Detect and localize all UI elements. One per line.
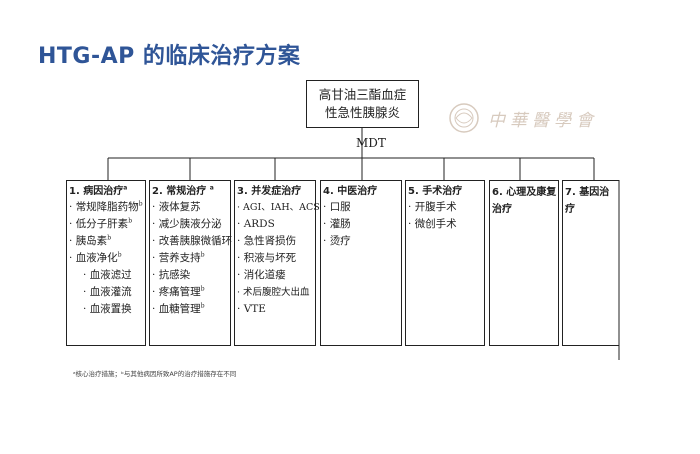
list-item: · 常规降脂药物b [69,200,143,213]
list-item: · ARDS [237,218,275,230]
slide-title: HTG-AP 的临床治疗方案 [38,44,301,69]
list-item: · 开腹手术 [408,201,457,213]
category-header: 7. 基因治疗 [565,187,610,215]
list-item: · 低分子肝素b [69,217,133,230]
list-item: · 营养支持b [152,251,205,264]
category-box-1: 1. 病因治疗a · 常规降脂药物b · 低分子肝素b · 胰岛素b · 血液净… [66,180,146,346]
list-item: · 积液与坏死 [237,252,297,264]
category-header: 4. 中医治疗 [323,186,378,197]
list-item: · 血液滤过 [83,269,132,281]
list-item: · 液体复苏 [152,201,201,213]
list-item: · 胰岛素b [69,234,112,247]
mdt-label: MDT [356,136,386,150]
list-item: · 减少胰液分泌 [152,218,222,230]
list-item: · 急性肾损伤 [237,235,297,247]
list-item: · 烫疗 [323,235,351,247]
list-item: · AGI、IAH、ACS [237,202,320,213]
category-box-7: 7. 基因治疗 [562,180,619,346]
htg-ap-box: 高甘油三酯血症 性急性胰腺炎 [306,80,419,128]
list-item: · 灌肠 [323,218,351,230]
svg-text:中華醫學會: 中華醫學會 [488,111,598,131]
category-box-6: 6. 心理及康复治疗 [489,180,559,346]
list-item: · 血液灌流 [83,286,132,298]
top-box-line1: 高甘油三酯血症 [318,87,407,102]
category-header: 6. 心理及康复治疗 [492,187,557,215]
footnote: ᵃ核心治疗措施；ᵇ与其他病因所致AP的治疗措施存在不同 [73,370,237,378]
category-box-4: 4. 中医治疗 · 口服 · 灌肠 · 烫疗 [320,180,402,346]
category-header: 1. 病因治疗a [69,184,128,197]
list-item: · 微创手术 [408,218,457,230]
list-item: · 消化道瘘 [237,269,286,281]
list-item: · VTE [237,303,266,315]
category-header: 5. 手术治疗 [408,186,463,197]
cma-watermark-logo: 中華醫學會 [446,100,646,140]
category-header: 3. 并发症治疗 [237,186,302,197]
list-item: · 口服 [323,201,351,213]
list-item: · 血液净化b [69,251,122,264]
list-item: · 术后腹腔大出血 [237,287,310,298]
list-item: · 抗感染 [152,269,191,281]
list-item: · 改善胰腺微循环 [152,235,233,247]
list-item: · 血液置换 [83,303,132,315]
list-item: · 血糖管理b [152,302,205,315]
list-item: · 疼痛管理b [152,285,205,298]
category-box-3: 3. 并发症治疗 · AGI、IAH、ACS · ARDS · 急性肾损伤 · … [234,180,320,346]
category-box-2: 2. 常规治疗 a · 液体复苏 · 减少胰液分泌 · 改善胰腺微循环 · 营养… [149,180,233,346]
category-box-5: 5. 手术治疗 · 开腹手术 · 微创手术 [405,180,485,346]
top-box-line2: 性急性胰腺炎 [324,105,400,120]
category-header: 2. 常规治疗 a [152,184,214,197]
